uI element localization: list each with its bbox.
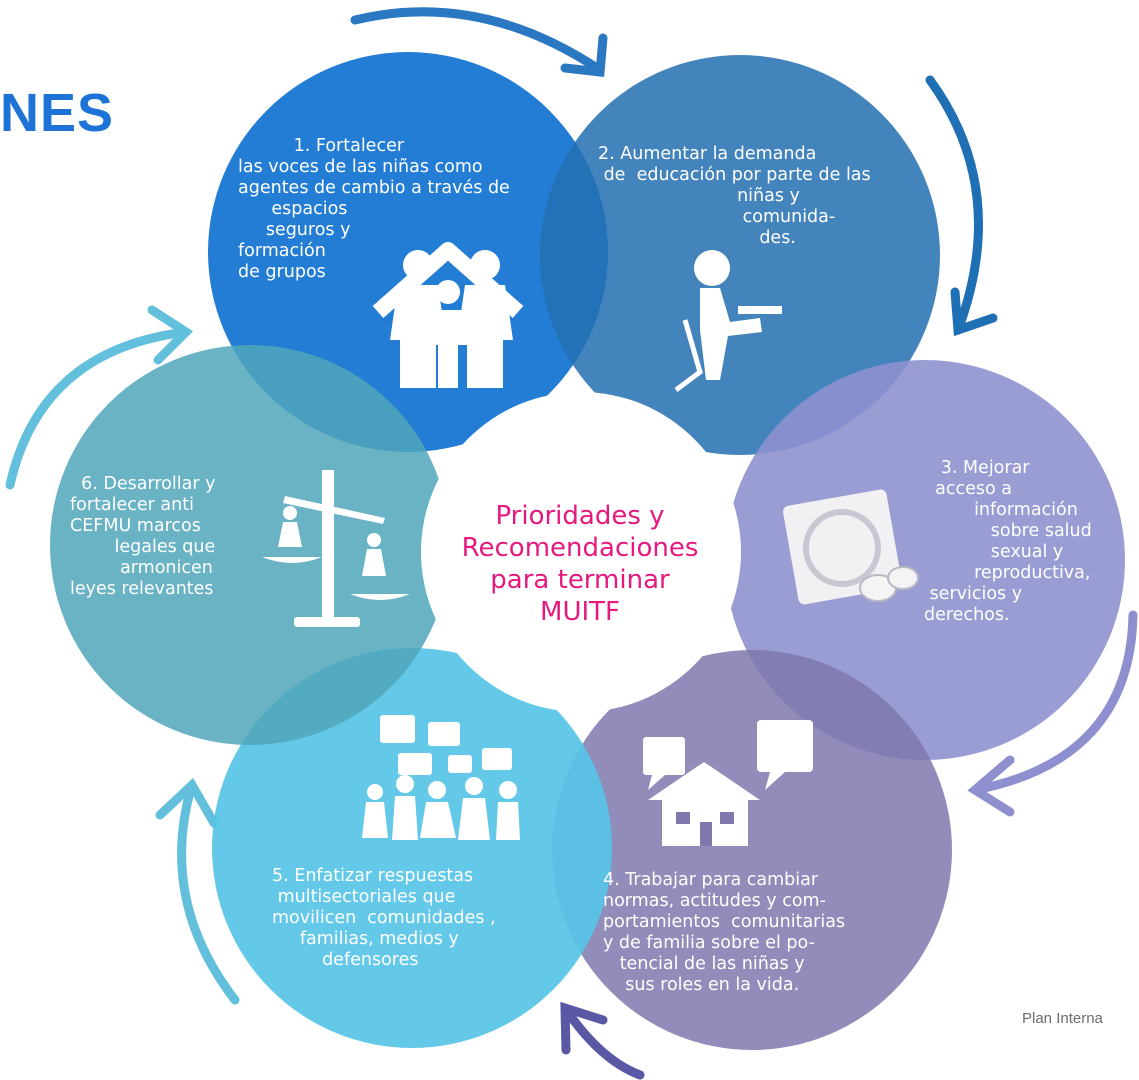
petal-2-circle xyxy=(540,55,940,455)
student-writing-icon xyxy=(674,250,782,392)
center-title-line: Recomendaciones xyxy=(461,533,699,563)
page-heading: NES xyxy=(0,83,115,143)
petal-5-text: 5. Enfatizar respuestas multisectoriales… xyxy=(272,866,496,970)
credit-text: Plan Interna xyxy=(1022,1010,1103,1027)
center-title: Prioridades y Recomendaciones para termi… xyxy=(430,500,730,628)
petal-3-text: 3. Mejorar acceso a información sobre sa… xyxy=(924,458,1092,625)
petal-3-circle xyxy=(725,360,1125,760)
petal-6-circle xyxy=(50,345,450,745)
arrow-bottom xyxy=(560,1003,645,1080)
center-title-line: Prioridades y xyxy=(495,501,665,531)
center-circle xyxy=(421,392,741,712)
petal-6-text: 6. Desarrollar y fortalecer anti CEFMU m… xyxy=(70,474,216,599)
justice-scale-icon xyxy=(262,470,410,627)
house-speech-icon xyxy=(643,720,813,846)
family-house-icon xyxy=(372,242,524,388)
arrow-top xyxy=(350,7,605,75)
petal-5-circle xyxy=(212,648,612,1048)
community-dialogue-icon xyxy=(362,715,520,840)
arrow-right-top xyxy=(925,75,983,335)
petal-2-text: 2. Aumentar la demanda de educación por … xyxy=(598,144,871,248)
arrow-left-top xyxy=(5,327,191,490)
arrow-top-head xyxy=(560,33,608,77)
cycle-arrows xyxy=(5,7,1138,1080)
arrow-right-bottom-head xyxy=(967,755,1015,817)
contraceptive-icon xyxy=(783,489,919,605)
arrow-right-top-head xyxy=(950,287,998,337)
arrow-left-bottom xyxy=(177,780,240,1005)
arrow-bottom-head xyxy=(560,1001,608,1055)
center-title-line: MUITF xyxy=(540,597,620,627)
petal-1-circle xyxy=(208,52,608,452)
petal-1-text: 1. Fortalecer las voces de las niñas com… xyxy=(238,136,510,282)
arrow-right-bottom xyxy=(970,610,1138,795)
petal-4-text: 4. Trabajar para cambiar normas, actitud… xyxy=(603,870,846,995)
arrow-left-top-head xyxy=(147,305,194,365)
arrow-left-bottom-head xyxy=(155,777,219,828)
center-title-line: para terminar xyxy=(490,565,670,595)
